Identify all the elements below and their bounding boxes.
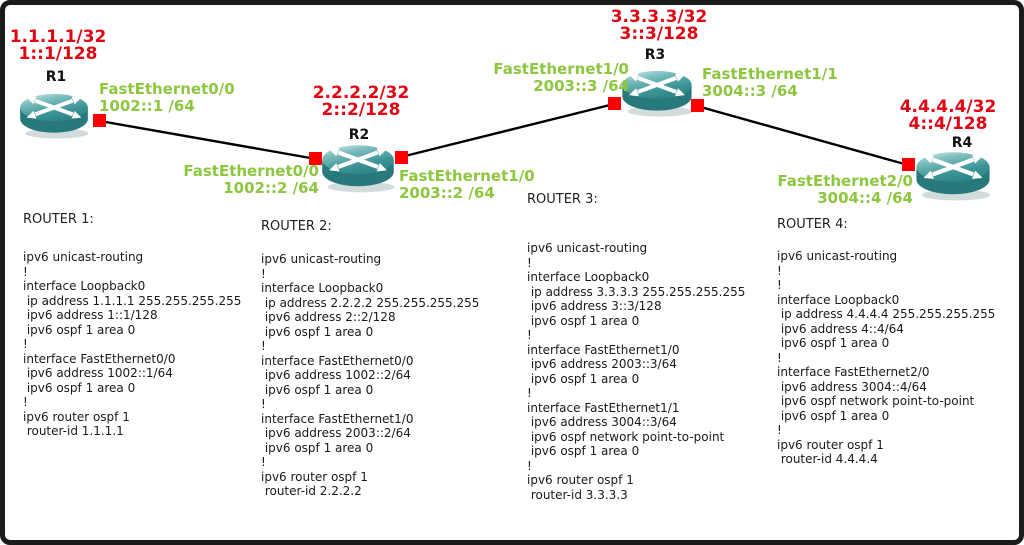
- iface-address: 1002::2 /64: [223, 179, 319, 197]
- config-block-router2: ROUTER 2: ipv6 unicast-routing ! interfa…: [261, 219, 479, 499]
- config-block-router1: ROUTER 1: ipv6 unicast-routing ! interfa…: [23, 212, 241, 439]
- loopback-label-r4: 4.4.4.4/32 4::4/128: [898, 99, 998, 133]
- iface-address: 3004::3 /64: [702, 82, 798, 100]
- loopback-v6-r4: 4::4/128: [908, 114, 988, 134]
- iface-address: 2003::3 /64: [533, 77, 629, 95]
- iface-label-r3-fe10: FastEthernet1/0 2003::3 /64: [493, 61, 629, 95]
- node-label-r4: R4: [951, 135, 973, 151]
- link-r1-r2: [99, 119, 317, 161]
- iface-name: FastEthernet1/1: [702, 65, 838, 83]
- iface-name: FastEthernet1/0: [399, 167, 535, 185]
- iface-name: FastEthernet2/0: [777, 172, 913, 190]
- iface-name: FastEthernet1/0: [493, 60, 629, 78]
- config-title-router2: ROUTER 2:: [261, 219, 332, 234]
- node-label-r2: R2: [348, 127, 370, 143]
- connector-square-r3-fe11: [691, 99, 704, 112]
- loopback-label-r2: 2.2.2.2/32 2::2/128: [311, 85, 411, 119]
- config-text-router4: ipv6 unicast-routing ! ! interface Loopb…: [777, 249, 996, 466]
- config-title-router4: ROUTER 4:: [777, 217, 848, 232]
- iface-address: 1002::1 /64: [99, 97, 195, 115]
- config-block-router3: ROUTER 3: ipv6 unicast-routing ! interfa…: [527, 192, 745, 502]
- loopback-v4-r4: 4.4.4.4/32: [899, 97, 997, 117]
- connector-square-r3-fe10: [608, 97, 621, 110]
- router-icon-r4: [916, 152, 990, 200]
- config-title-router1: ROUTER 1:: [23, 212, 94, 227]
- config-text-router1: ipv6 unicast-routing ! interface Loopbac…: [23, 250, 242, 438]
- iface-label-r4-fe20: FastEthernet2/0 3004::4 /64: [777, 173, 913, 207]
- loopback-label-r3: 3.3.3.3/32 3::3/128: [609, 9, 709, 43]
- node-label-r3: R3: [644, 47, 666, 63]
- loopback-v4-r2: 2.2.2.2/32: [312, 83, 410, 103]
- config-text-router2: ipv6 unicast-routing ! interface Loopbac…: [261, 252, 480, 498]
- loopback-v4-r1: 1.1.1.1/32: [9, 27, 107, 47]
- iface-label-r2-fe10: FastEthernet1/0 2003::2 /64: [399, 168, 535, 202]
- iface-address: 2003::2 /64: [399, 184, 495, 202]
- iface-name: FastEthernet0/0: [99, 80, 235, 98]
- iface-name: FastEthernet0/0: [183, 162, 319, 180]
- connector-square-r1-fe00: [93, 114, 106, 127]
- connector-square-r2-fe10: [395, 151, 408, 164]
- iface-label-r3-fe11: FastEthernet1/1 3004::3 /64: [702, 66, 838, 100]
- router-icon-r2: [322, 145, 394, 192]
- link-r3-r4: [696, 104, 909, 167]
- connector-square-r4-fe20: [902, 158, 915, 171]
- iface-label-r1-fe00: FastEthernet0/0 1002::1 /64: [99, 81, 235, 115]
- router-icon-r3: [622, 71, 692, 117]
- config-text-router3: ipv6 unicast-routing ! interface Loopbac…: [527, 241, 746, 502]
- link-r2-r3: [400, 102, 615, 159]
- router-icon-r1: [18, 91, 90, 140]
- loopback-v4-r3: 3.3.3.3/32: [610, 7, 708, 27]
- loopback-v6-r3: 3::3/128: [619, 24, 699, 44]
- config-title-router3: ROUTER 3:: [527, 192, 598, 207]
- connector-square-r2-fe00: [309, 152, 322, 165]
- loopback-v6-r2: 2::2/128: [321, 100, 401, 120]
- node-label-r1: R1: [45, 69, 67, 85]
- config-block-router4: ROUTER 4: ipv6 unicast-routing ! ! inter…: [777, 217, 995, 467]
- loopback-label-r1: 1.1.1.1/32 1::1/128: [6, 29, 110, 63]
- iface-address: 3004::4 /64: [817, 189, 913, 207]
- loopback-v6-r1: 1::1/128: [18, 44, 98, 64]
- iface-label-r2-fe00: FastEthernet0/0 1002::2 /64: [183, 163, 319, 197]
